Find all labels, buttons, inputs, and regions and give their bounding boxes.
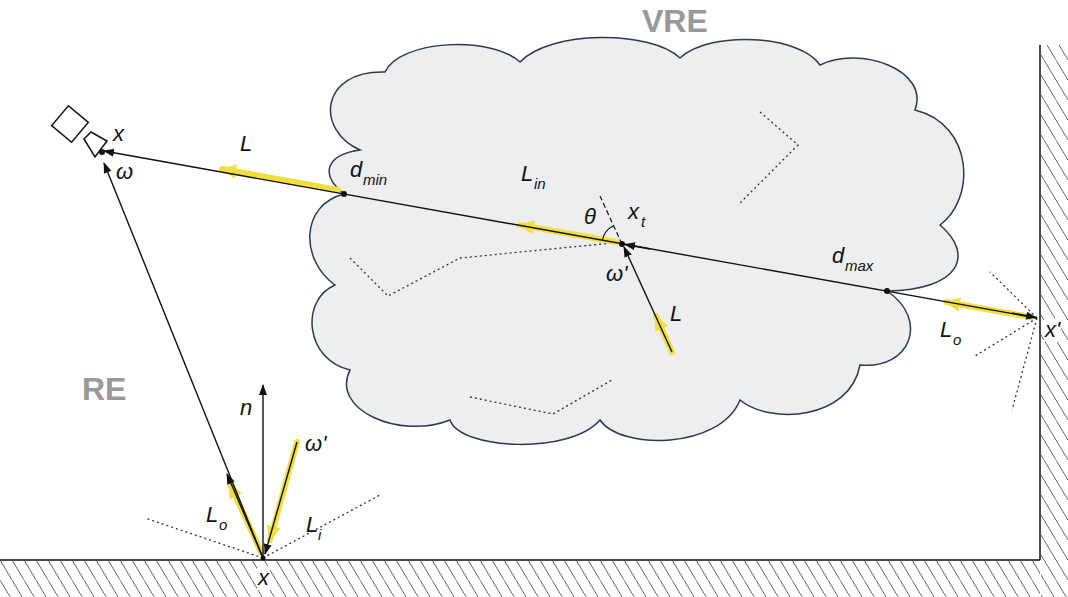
point-symbol: x' (1044, 318, 1061, 342)
cloud-volume (310, 37, 964, 444)
subscript: in (534, 176, 546, 193)
radiance-symbol: L (306, 513, 318, 537)
radiance-symbol: L (940, 318, 952, 342)
radiance-symbol: L (521, 162, 533, 186)
subscript: min (363, 172, 387, 189)
distance-symbol: d (832, 244, 844, 268)
radiance-symbol: L (240, 132, 252, 156)
direction-symbol: ω' (305, 432, 326, 456)
subscript: o (953, 332, 961, 349)
radiance-symbol: L (206, 503, 218, 527)
radiance-arrows (222, 169, 1030, 552)
direction-symbol: ω (116, 160, 133, 184)
scatter-paths (145, 112, 1037, 558)
wall-line (1039, 45, 1041, 560)
wall-hatch (1041, 45, 1068, 597)
subscript: o (219, 517, 227, 534)
rays (104, 151, 1037, 558)
point-symbol: x (257, 566, 270, 590)
direction-symbol: ω' (606, 262, 627, 286)
angle-symbol: θ (584, 205, 596, 229)
points (99, 149, 890, 561)
floor-line (0, 559, 1040, 561)
normal-symbol: n (240, 396, 252, 420)
radiance-symbol: L (670, 302, 682, 326)
subscript: max (845, 258, 873, 275)
distance-symbol: d (350, 158, 362, 182)
point-symbol: x (113, 122, 124, 146)
point-symbol: x (628, 200, 639, 224)
angle-arc (602, 226, 613, 241)
floor-hatch (0, 561, 1040, 597)
camera-icon (52, 106, 107, 157)
subscript: t (641, 214, 645, 231)
region-label: RE (82, 372, 126, 407)
region-label: VRE (642, 4, 708, 39)
normal-dashed (600, 196, 622, 244)
subscript: i (318, 527, 321, 544)
